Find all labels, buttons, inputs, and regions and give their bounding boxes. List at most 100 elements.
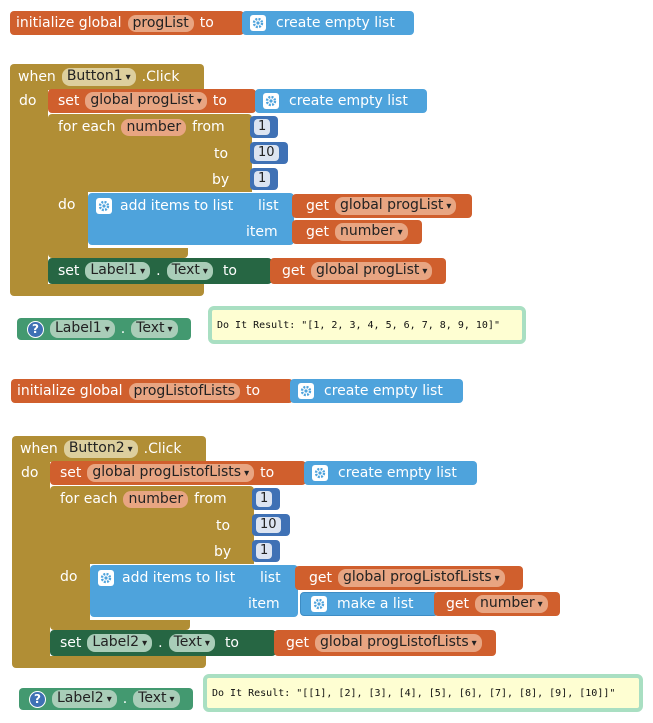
- help-icon[interactable]: ?: [29, 690, 46, 708]
- gear-icon[interactable]: [96, 198, 112, 214]
- do-keyword: do: [19, 93, 37, 109]
- component-name: Label2: [57, 690, 104, 706]
- gear-icon[interactable]: [312, 465, 328, 481]
- do-it-result-comment[interactable]: Do It Result: "[1, 2, 3, 4, 5, 6, 7, 8, …: [208, 306, 526, 344]
- event-block-bottom-bar: [12, 656, 206, 668]
- property-name: Text: [138, 690, 167, 706]
- number-block-to[interactable]: 10: [252, 514, 290, 536]
- create-empty-list-block[interactable]: create empty list: [290, 379, 463, 403]
- event-header: when Button1▾ .Click: [10, 64, 179, 90]
- property-dropdown-text[interactable]: Text▾: [166, 262, 213, 280]
- set-var-dropdown[interactable]: global progList▾: [85, 92, 207, 110]
- get-var-dropdown[interactable]: global progListofLists▾: [315, 634, 482, 652]
- gear-icon[interactable]: [298, 383, 314, 399]
- dot-separator: .: [158, 635, 163, 651]
- do-keyword: do: [21, 465, 39, 481]
- by-keyword: by: [212, 172, 230, 188]
- set-keyword: set: [60, 465, 82, 481]
- get-keyword: get: [286, 635, 309, 651]
- init-global-block[interactable]: initialize global progListofLists to: [11, 379, 293, 403]
- number-value[interactable]: 1: [256, 543, 273, 559]
- do-it-result-text: Do It Result: "[1, 2, 3, 4, 5, 6, 7, 8, …: [217, 319, 500, 331]
- to-keyword: to: [246, 383, 261, 399]
- gear-icon[interactable]: [263, 93, 279, 109]
- do-it-result-comment[interactable]: Do It Result: "[[1], [2], [3], [4], [5],…: [203, 674, 643, 712]
- event-block-bottom-bar: [10, 284, 204, 296]
- add-items-to-list-block[interactable]: [90, 565, 298, 617]
- component-dropdown-button2[interactable]: Button2▾: [63, 440, 138, 458]
- number-value[interactable]: 1: [254, 171, 271, 187]
- number-block-from[interactable]: 1: [250, 116, 278, 138]
- from-keyword: from: [194, 491, 227, 507]
- number-block-to[interactable]: 10: [250, 142, 288, 164]
- add-items-to-list-block[interactable]: [88, 193, 294, 245]
- gear-icon[interactable]: [311, 596, 327, 612]
- property-dropdown-text[interactable]: Text▾: [133, 690, 180, 708]
- number-block-by[interactable]: 1: [252, 540, 280, 562]
- dropdown-arrow-icon: ▾: [202, 266, 208, 277]
- set-label-text-block[interactable]: set Label1▾ . Text▾ to: [48, 258, 272, 284]
- loop-var-field[interactable]: number: [121, 118, 187, 136]
- to-keyword: to: [212, 93, 227, 109]
- number-value[interactable]: 10: [254, 145, 279, 161]
- gear-icon[interactable]: [98, 570, 114, 586]
- property-name: Text: [171, 262, 200, 278]
- create-empty-list-block[interactable]: create empty list: [304, 461, 477, 485]
- dropdown-arrow-icon: ▾: [196, 96, 202, 107]
- component-dropdown-label2[interactable]: Label2▾: [87, 634, 153, 652]
- create-empty-list-block[interactable]: create empty list: [242, 11, 414, 35]
- get-var-dropdown[interactable]: number▾: [475, 595, 548, 613]
- set-global-block[interactable]: set global progList▾ to: [48, 89, 256, 113]
- number-block-from[interactable]: 1: [252, 488, 280, 510]
- get-var-dropdown[interactable]: global progList▾: [335, 197, 457, 215]
- get-list-var-block[interactable]: get global progListofLists▾: [295, 566, 523, 590]
- get-list-var-block[interactable]: get global progList▾: [292, 194, 472, 218]
- gear-icon[interactable]: [250, 15, 266, 31]
- add-items-header: add items to list: [96, 197, 233, 215]
- get-var-dropdown[interactable]: global progList▾: [311, 262, 433, 280]
- loop-var-field[interactable]: number: [123, 490, 189, 508]
- global-var-name-field[interactable]: progList: [127, 14, 194, 32]
- label-text-getter-block[interactable]: ? Label2▾ . Text▾: [19, 688, 193, 710]
- component-dropdown-label1[interactable]: Label1▾: [85, 262, 151, 280]
- initialize-global-keyword: initialize global: [17, 383, 123, 399]
- label-text-getter-block[interactable]: ? Label1▾ . Text▾: [17, 318, 191, 340]
- get-global-var-block[interactable]: get global progListofLists▾: [274, 630, 496, 656]
- get-item-var-block[interactable]: get number▾: [434, 592, 560, 616]
- number-value[interactable]: 1: [254, 119, 271, 135]
- init-global-block[interactable]: initialize global progList to: [10, 11, 244, 35]
- component-dropdown-label1[interactable]: Label1▾: [50, 320, 115, 338]
- global-var-name-field[interactable]: progListofLists: [128, 382, 241, 400]
- number-value[interactable]: 1: [256, 491, 273, 507]
- get-var-dropdown[interactable]: number▾: [335, 223, 408, 241]
- dropdown-arrow-icon: ▾: [167, 324, 173, 335]
- get-global-var-block[interactable]: get global progList▾: [270, 258, 446, 284]
- dropdown-arrow-icon: ▾: [169, 694, 175, 705]
- set-keyword: set: [58, 93, 80, 109]
- property-dropdown-text[interactable]: Text▾: [131, 320, 178, 338]
- to-keyword: to: [199, 15, 214, 31]
- dot-separator: .: [120, 321, 126, 337]
- set-label-text-block[interactable]: set Label2▾ . Text▾ to: [50, 630, 276, 656]
- set-var-dropdown[interactable]: global progListofLists▾: [87, 464, 255, 482]
- component-dropdown-label2[interactable]: Label2▾: [52, 690, 117, 708]
- dropdown-arrow-icon: ▾: [106, 694, 112, 705]
- number-value[interactable]: 10: [256, 517, 281, 533]
- property-dropdown-text[interactable]: Text▾: [168, 634, 215, 652]
- component-dropdown-button1[interactable]: Button1▾: [61, 68, 136, 86]
- from-keyword: from: [192, 119, 225, 135]
- set-global-block[interactable]: set global progListofLists▾ to: [50, 461, 306, 485]
- do-keyword: do: [58, 197, 76, 213]
- make-a-list-label: make a list: [337, 596, 414, 612]
- create-empty-list-block[interactable]: create empty list: [255, 89, 427, 113]
- when-keyword: when: [18, 69, 56, 85]
- get-keyword: get: [282, 263, 305, 279]
- number-block-by[interactable]: 1: [250, 168, 278, 190]
- help-icon[interactable]: ?: [27, 320, 44, 338]
- item-keyword: item: [248, 596, 280, 612]
- get-item-var-block[interactable]: get number▾: [292, 220, 422, 244]
- get-var-dropdown[interactable]: global progListofLists▾: [338, 569, 505, 587]
- make-a-list-block[interactable]: make a list: [300, 592, 438, 616]
- for-each-header: for each number from: [60, 490, 227, 508]
- create-empty-list-label: create empty list: [338, 465, 457, 481]
